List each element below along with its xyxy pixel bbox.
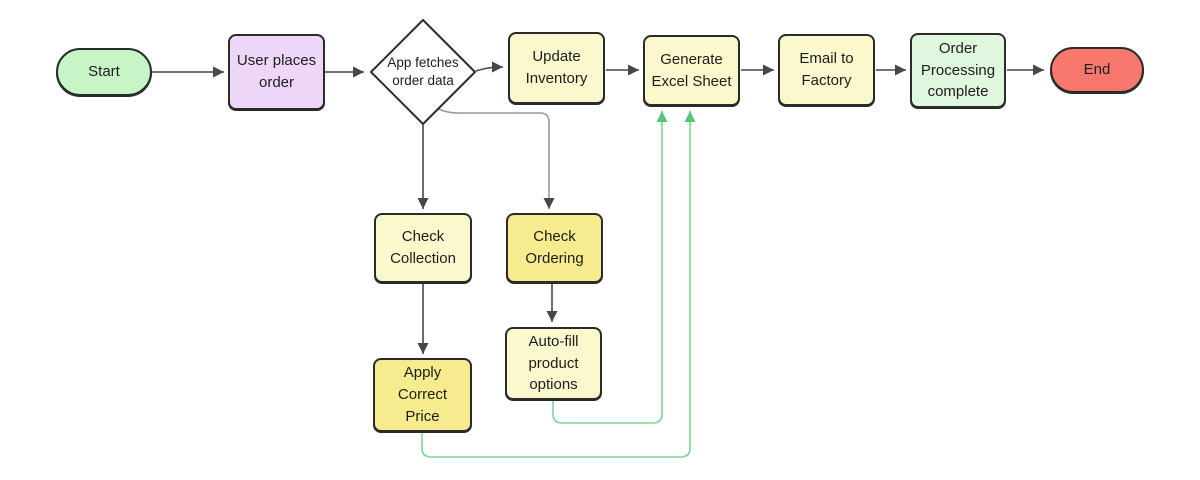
node-autofill-product-options-label: Auto-fill product options	[528, 332, 579, 394]
node-check-ordering-label: Check Ordering	[525, 228, 584, 267]
node-check-collection-label: Check Collection	[390, 228, 456, 267]
node-order-processing-complete[interactable]: Order Processing complete	[910, 33, 1006, 108]
node-user-places-order[interactable]: User places order	[228, 34, 325, 110]
node-update-inventory[interactable]: Update Inventory	[508, 32, 605, 104]
node-user-places-order-label: User places order	[236, 52, 317, 91]
edge-autofill-to-generate-excel	[552, 111, 668, 424]
node-check-collection[interactable]: Check Collection	[374, 213, 472, 283]
node-autofill-product-options[interactable]: Auto-fill product options	[505, 327, 602, 400]
node-apply-correct-price[interactable]: Apply Correct Price	[373, 358, 472, 432]
node-decision-app-fetches-order-data[interactable]	[370, 19, 476, 125]
node-update-inventory-label: Update Inventory	[525, 48, 588, 87]
node-email-to-factory[interactable]: Email to Factory	[778, 34, 875, 106]
node-check-ordering[interactable]: Check Ordering	[506, 213, 603, 283]
node-generate-excel-sheet[interactable]: Generate Excel Sheet	[643, 35, 740, 106]
edge-fetch-to-update-inventory	[475, 61, 504, 73]
node-start-label: Start	[88, 63, 120, 81]
edge-apply-price-to-generate-excel	[421, 111, 696, 458]
node-order-processing-complete-label: Order Processing complete	[920, 39, 996, 101]
node-generate-excel-sheet-label: Generate Excel Sheet	[651, 50, 732, 90]
node-apply-correct-price-label: Apply Correct Price	[397, 364, 448, 425]
node-end[interactable]: End	[1050, 47, 1144, 93]
edge-fetch-to-check-ordering	[435, 107, 555, 209]
node-start[interactable]: Start	[56, 48, 152, 96]
node-end-label: End	[1083, 61, 1111, 79]
node-email-to-factory-label: Email to Factory	[799, 50, 854, 89]
